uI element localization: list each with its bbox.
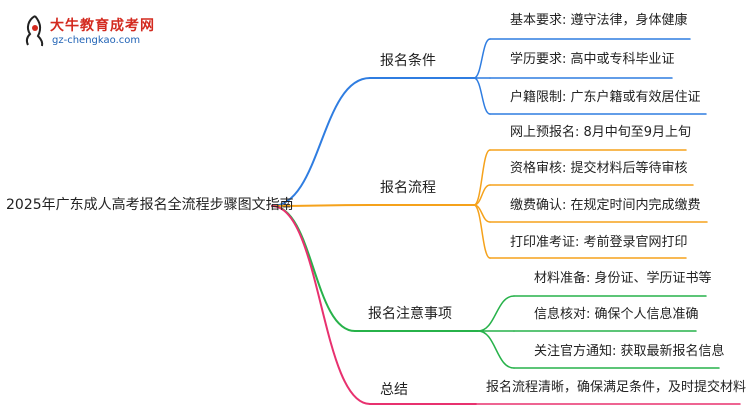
root-node-label: 2025年广东成人高考报名全流程步骤图文指南 <box>6 197 294 213</box>
leaf-process-review: 资格审核: 提交材料后等待审核 <box>510 161 688 176</box>
site-logo[interactable]: 大牛教育成考网 gz-chengkao.com <box>22 12 162 52</box>
logo-icon <box>25 15 44 47</box>
leaf-connector <box>473 184 491 206</box>
branch-label-summary: 总结 <box>380 382 408 398</box>
leaf-notes-verify: 信息核对: 确保个人信息准确 <box>534 307 699 322</box>
logo-subtitle: gz-chengkao.com <box>52 35 141 46</box>
branch-connector <box>271 205 356 332</box>
leaf-connector <box>477 295 515 332</box>
leaf-summary: 报名流程清晰，确保满足条件，及时提交材料 <box>486 380 747 395</box>
leaf-notes-materials: 材料准备: 身份证、学历证书等 <box>534 271 712 286</box>
branch-label-process: 报名流程 <box>380 180 436 196</box>
branch-label-conditions: 报名条件 <box>380 53 436 69</box>
logo-title: 大牛教育成考网 <box>50 18 155 34</box>
leaf-process-ticket: 打印准考证: 考前登录官网打印 <box>510 235 688 250</box>
leaf-connector <box>473 38 491 79</box>
leaf-connector <box>477 330 515 369</box>
leaf-connector <box>473 149 491 206</box>
leaf-conditions-residence: 户籍限制: 广东户籍或有效居住证 <box>510 90 701 105</box>
leaf-process-payment: 缴费确认: 在规定时间内完成缴费 <box>510 198 701 213</box>
leaf-connector <box>473 77 491 115</box>
leaf-connector <box>473 204 491 259</box>
leaf-notes-official: 关注官方通知: 获取最新报名信息 <box>534 344 725 359</box>
leaf-conditions-education: 学历要求: 高中或专科毕业证 <box>510 52 675 67</box>
branch-connector <box>271 77 371 207</box>
branch-label-notes: 报名注意事项 <box>368 306 452 322</box>
leaf-conditions-basic: 基本要求: 遵守法律，身体健康 <box>510 13 688 28</box>
branch-connector <box>271 204 371 207</box>
leaf-process-prereg: 网上预报名: 8月中旬至9月上旬 <box>510 125 692 140</box>
branch-connector <box>271 205 371 405</box>
